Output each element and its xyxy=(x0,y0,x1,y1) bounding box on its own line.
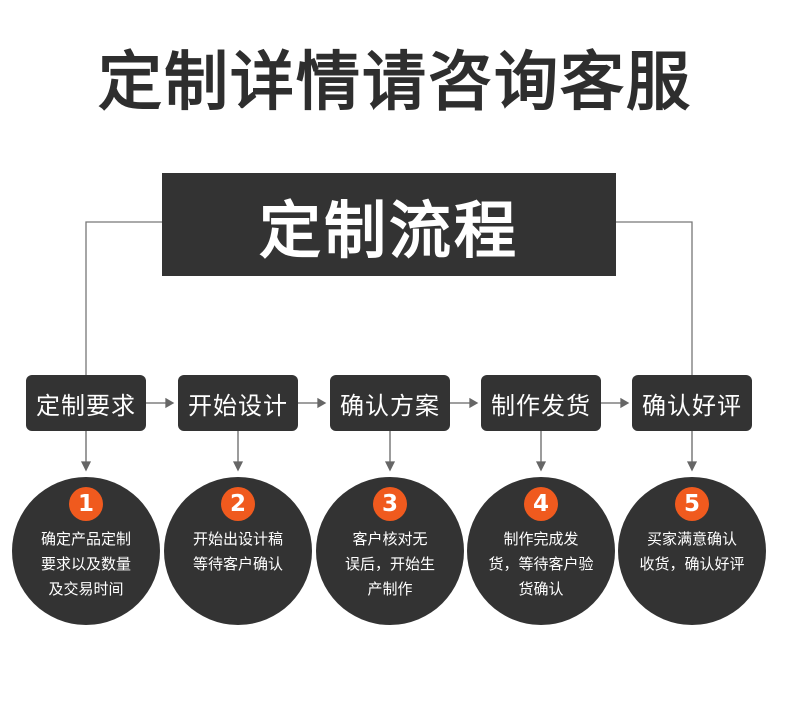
down-arrow-2-head xyxy=(232,461,244,472)
step-box-3: 确认方案 xyxy=(330,375,450,431)
step-number-badge-4: 4 xyxy=(524,487,558,521)
step-description-3: 客户核对无 误后，开始生 产制作 xyxy=(344,530,435,598)
step-box-2: 开始设计 xyxy=(178,375,298,431)
down-arrow-5-head xyxy=(686,461,698,472)
arrow-2-3-head xyxy=(317,397,327,409)
step-number-badge-1: 1 xyxy=(69,487,103,521)
step-description-2: 开始出设计稿 等待客户确认 xyxy=(192,530,283,573)
arrow-4-5-head xyxy=(620,397,630,409)
loop-line-right xyxy=(616,221,693,375)
step-number-badge-2: 2 xyxy=(221,487,255,521)
loop-line-left xyxy=(85,221,162,375)
step-description-1: 确定产品定制 要求以及数量 及交易时间 xyxy=(40,530,131,598)
arrow-3-4-head xyxy=(469,397,479,409)
step-box-5: 确认好评 xyxy=(632,375,752,431)
step-box-1: 定制要求 xyxy=(26,375,146,431)
arrow-1-2-head xyxy=(165,397,175,409)
step-number-badge-5: 5 xyxy=(675,487,709,521)
down-arrow-4-head xyxy=(535,461,547,472)
step-box-4: 制作发货 xyxy=(481,375,601,431)
step-circle-5: 5 买家满意确认 收货，确认好评 xyxy=(618,477,766,625)
step-description-5: 买家满意确认 收货，确认好评 xyxy=(639,530,745,573)
down-arrow-3-head xyxy=(384,461,396,472)
step-circle-1: 1 确定产品定制 要求以及数量 及交易时间 xyxy=(12,477,160,625)
step-number-badge-3: 3 xyxy=(373,487,407,521)
step-circle-4: 4 制作完成发 货，等待客户验 货确认 xyxy=(467,477,615,625)
step-circle-2: 2 开始出设计稿 等待客户确认 xyxy=(164,477,312,625)
page-headline: 定制详情请咨询客服 xyxy=(98,46,692,120)
process-banner: 定制流程 xyxy=(162,173,616,276)
step-description-4: 制作完成发 货，等待客户验 货确认 xyxy=(488,530,594,598)
down-arrow-1-head xyxy=(80,461,92,472)
step-circle-3: 3 客户核对无 误后，开始生 产制作 xyxy=(316,477,464,625)
